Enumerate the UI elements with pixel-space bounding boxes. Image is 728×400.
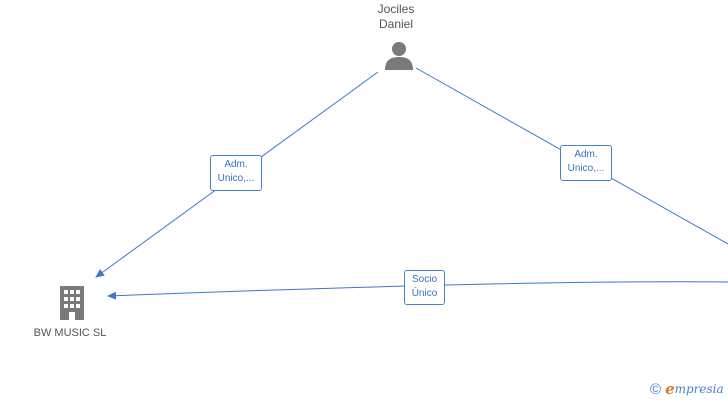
building-icon[interactable] [57, 286, 87, 320]
edge-label-adm-right[interactable]: Adm. Unico,... [560, 145, 612, 181]
company-name[interactable]: BW MUSIC SL [33, 327, 107, 339]
brand-footer: © e mpresia [650, 380, 724, 398]
brand-logo-letter: e [665, 380, 675, 398]
person-name[interactable]: Jociles Daniel [366, 2, 426, 32]
edge-label-socio[interactable]: Socio Único [404, 270, 445, 305]
person-name-line2: Daniel [378, 17, 414, 31]
person-name-line1: Jociles [377, 2, 415, 16]
edge-label-adm-left-line1: Adm. [224, 159, 248, 170]
copyright-symbol: © [650, 380, 662, 398]
edge-label-adm-right-line1: Adm. [574, 149, 598, 160]
edge-label-adm-left[interactable]: Adm. Unico,... [210, 155, 262, 191]
edge-label-adm-left-line2: Unico,... [217, 173, 255, 184]
person-icon[interactable] [384, 40, 414, 70]
edge-label-socio-line2: Único [411, 288, 438, 299]
edge-label-adm-right-line2: Unico,... [567, 163, 605, 174]
brand-logo-text: mpresia [674, 382, 724, 396]
edge-offscreen-to-company [107, 281, 728, 300]
edge-label-socio-line1: Socio [411, 274, 437, 285]
